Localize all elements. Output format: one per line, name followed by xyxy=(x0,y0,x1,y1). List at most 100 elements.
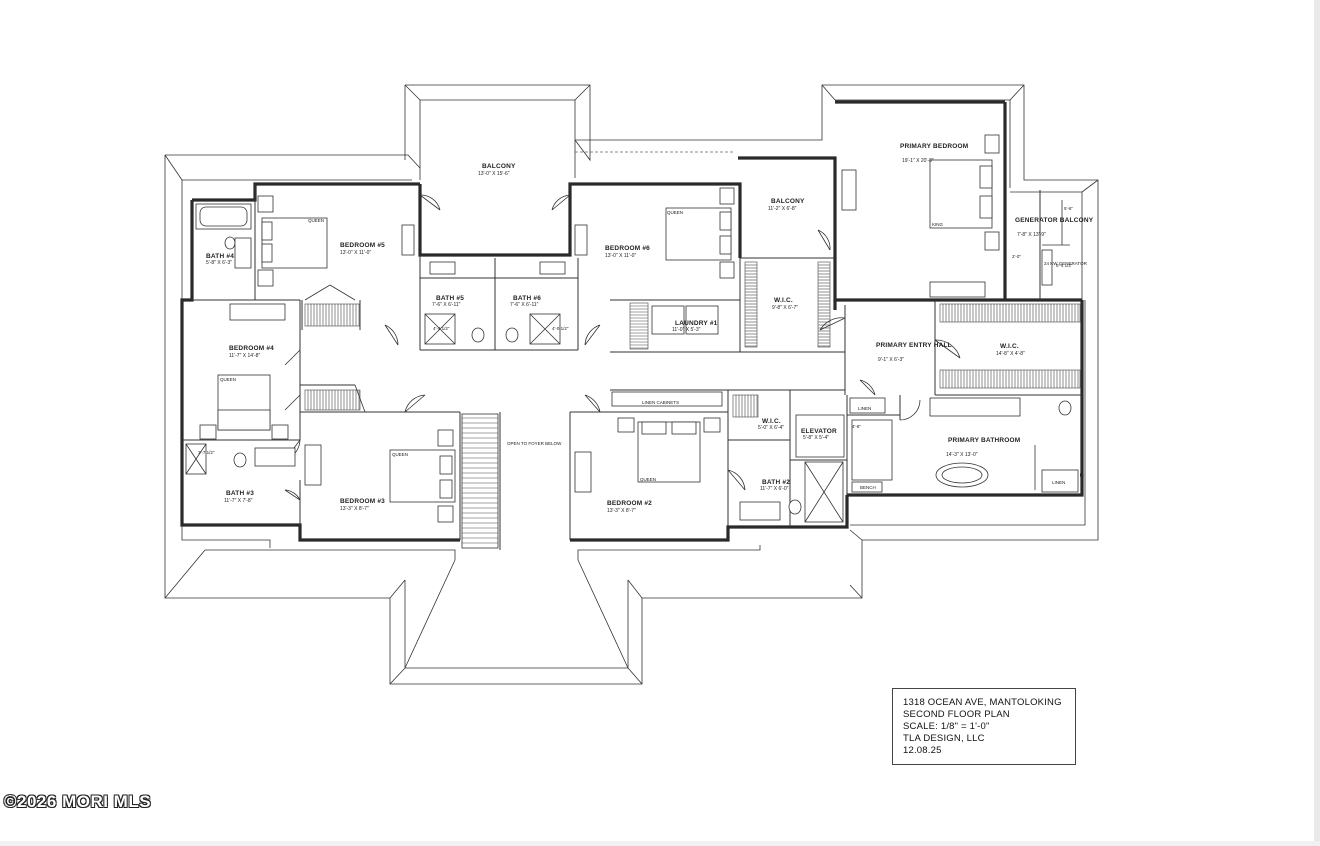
room-balcony-center: BALCONY 13'-0" X 15'-6" xyxy=(478,163,516,177)
dimension-label: 4'-0 1/2" xyxy=(552,326,569,331)
linen-label: LINEN xyxy=(858,406,871,411)
svg-text:BEDROOM #2: BEDROOM #2 xyxy=(607,500,652,507)
open-to-foyer-label: OPEN TO FOYER BELOW xyxy=(507,441,562,446)
bed-label: QUEEN xyxy=(667,210,683,215)
svg-text:11'-7" X 6'-0": 11'-7" X 6'-0" xyxy=(760,486,789,492)
interior-walls xyxy=(182,184,1082,550)
svg-text:ELEVATOR: ELEVATOR xyxy=(801,428,837,435)
svg-text:5'-8" X 6'-3": 5'-8" X 6'-3" xyxy=(206,260,232,266)
room-bath-4: BATH #4 5'-8" X 6'-3" xyxy=(206,253,234,266)
svg-text:9'-8" X 6'-7": 9'-8" X 6'-7" xyxy=(772,305,798,311)
svg-text:5'-0" X 6'-4": 5'-0" X 6'-4" xyxy=(758,425,784,431)
dimension-label: 5'-4 1/2" xyxy=(1056,263,1073,268)
title-address: 1318 OCEAN AVE, MANTOLOKING xyxy=(903,697,1062,708)
room-bedroom-3: BEDROOM #3 13'-3" X 8'-7" xyxy=(340,498,385,512)
room-labels: BALCONY 13'-0" X 15'-6" BALCONY 11'-2" X… xyxy=(206,143,1094,514)
bed-label: QUEEN xyxy=(220,377,236,382)
svg-text:13'-0" X 15'-6": 13'-0" X 15'-6" xyxy=(478,171,510,177)
svg-text:11'-7" X 14'-8": 11'-7" X 14'-8" xyxy=(229,353,260,359)
svg-text:PRIMARY ENTRY HALL: PRIMARY ENTRY HALL xyxy=(876,342,952,349)
room-bath-3: BATH #3 11'-7" X 7'-8" xyxy=(224,490,254,504)
title-plan-name: SECOND FLOOR PLAN xyxy=(903,709,1010,720)
svg-text:7'-6" X 6'-11": 7'-6" X 6'-11" xyxy=(510,302,539,308)
dimension-label: 4'-4 1/2" xyxy=(433,326,450,331)
exterior-walls xyxy=(180,100,1084,542)
svg-text:BALCONY: BALCONY xyxy=(482,163,516,170)
furniture-fixtures xyxy=(185,134,1079,523)
svg-text:PRIMARY BEDROOM: PRIMARY BEDROOM xyxy=(900,143,968,150)
svg-text:BALCONY: BALCONY xyxy=(771,198,805,205)
room-primary-entry-hall: PRIMARY ENTRY HALL 9'-1" X 6'-3" xyxy=(876,342,952,363)
svg-text:GENERATOR BALCONY: GENERATOR BALCONY xyxy=(1015,217,1094,224)
room-wic-upper: W.I.C. 9'-8" X 6'-7" xyxy=(772,297,798,311)
mls-watermark: ©2026 MORI MLS xyxy=(4,792,152,811)
svg-text:14'-3" X 13'-0": 14'-3" X 13'-0" xyxy=(946,452,978,458)
bed-label: QUEEN xyxy=(392,452,408,457)
svg-text:BEDROOM #3: BEDROOM #3 xyxy=(340,498,385,505)
room-wic-primary: W.I.C. 14'-8" X 4'-8" xyxy=(996,343,1025,357)
svg-text:5'-8" X 5'-4": 5'-8" X 5'-4" xyxy=(803,435,829,441)
room-generator-balcony: GENERATOR BALCONY 7'-8" X 13'-9" xyxy=(1015,217,1094,238)
title-designer: TLA DESIGN, LLC xyxy=(903,733,985,744)
generator-label: 24 KW GENERATOR xyxy=(1044,261,1088,266)
linen-label: LINEN xyxy=(1052,480,1065,485)
svg-text:BEDROOM #6: BEDROOM #6 xyxy=(605,245,650,252)
room-bath-2: BATH #2 11'-7" X 6'-0" xyxy=(760,479,790,492)
bed-label: KING xyxy=(932,222,944,227)
bench-label: BENCH xyxy=(860,485,876,490)
room-elevator: ELEVATOR 5'-8" X 5'-4" xyxy=(801,428,837,441)
room-bedroom-6: BEDROOM #6 13'-0" X 11'-0" xyxy=(605,245,650,259)
svg-text:BATH #4: BATH #4 xyxy=(206,253,234,260)
dimension-label: 2'-0" xyxy=(1012,254,1021,259)
svg-text:7'-6" X 6'-11": 7'-6" X 6'-11" xyxy=(432,302,461,308)
svg-text:7'-8" X 13'-9": 7'-8" X 13'-9" xyxy=(1017,232,1046,238)
dimension-label: 3'-7 1/2" xyxy=(198,450,215,455)
room-balcony-right: BALCONY 11'-2" X 6'-8" xyxy=(768,198,805,212)
title-scale: SCALE: 1/8" = 1'-0" xyxy=(903,721,990,732)
room-bath-5: BATH #5 7'-6" X 6'-11" xyxy=(432,295,464,308)
linen-cabinets-label: LINEN CABINETS xyxy=(642,400,679,405)
svg-text:11'-7" X 7'-8": 11'-7" X 7'-8" xyxy=(224,498,253,504)
svg-text:13'-3" X 8'-7": 13'-3" X 8'-7" xyxy=(607,508,636,514)
title-block: 1318 OCEAN AVE, MANTOLOKING SECOND FLOOR… xyxy=(892,688,1076,765)
svg-text:BEDROOM #4: BEDROOM #4 xyxy=(229,345,274,352)
svg-text:13'-0" X 11'-0": 13'-0" X 11'-0" xyxy=(340,250,371,256)
svg-text:13'-0" X 11'-0": 13'-0" X 11'-0" xyxy=(605,253,636,259)
svg-text:BATH #3: BATH #3 xyxy=(226,490,254,497)
svg-text:BATH #5: BATH #5 xyxy=(436,295,464,302)
room-primary-bathroom: PRIMARY BATHROOM 14'-3" X 13'-0" xyxy=(946,437,1020,458)
svg-text:PRIMARY BATHROOM: PRIMARY BATHROOM xyxy=(948,437,1020,444)
svg-text:11'-0" X 5'-3": 11'-0" X 5'-3" xyxy=(672,327,701,333)
room-laundry: LAUNDRY #1 11'-0" X 5'-3" xyxy=(672,320,718,333)
room-bedroom-4: BEDROOM #4 11'-7" X 14'-8" xyxy=(229,345,274,359)
room-primary-bedroom: PRIMARY BEDROOM 19'-1" X 20'-8" xyxy=(900,143,968,164)
svg-text:13'-3" X 8'-7": 13'-3" X 8'-7" xyxy=(340,506,369,512)
bed-label: QUEEN xyxy=(640,477,656,482)
dimension-label: 5'-6" xyxy=(1064,206,1073,211)
room-wic-small: W.I.C. 5'-0" X 6'-4" xyxy=(758,418,784,431)
svg-text:W.I.C.: W.I.C. xyxy=(762,418,781,425)
svg-text:BEDROOM #5: BEDROOM #5 xyxy=(340,242,385,249)
dimension-label: 4'-8" xyxy=(852,424,861,429)
svg-text:BATH #6: BATH #6 xyxy=(513,295,541,302)
room-bath-6: BATH #6 7'-6" X 6'-11" xyxy=(510,295,541,308)
svg-text:W.I.C.: W.I.C. xyxy=(1000,343,1019,350)
svg-text:11'-2" X 6'-8": 11'-2" X 6'-8" xyxy=(768,206,797,212)
svg-text:9'-1" X 6'-3": 9'-1" X 6'-3" xyxy=(878,357,904,363)
svg-text:19'-1" X 20'-8": 19'-1" X 20'-8" xyxy=(902,158,934,164)
staircase xyxy=(461,413,499,549)
svg-text:LAUNDRY #1: LAUNDRY #1 xyxy=(675,320,718,327)
title-date: 12.08.25 xyxy=(903,745,942,756)
svg-text:14'-8" X 4'-8": 14'-8" X 4'-8" xyxy=(996,351,1025,357)
svg-text:BATH #2: BATH #2 xyxy=(762,479,790,486)
svg-text:W.I.C.: W.I.C. xyxy=(774,297,793,304)
closet-shelving xyxy=(304,261,1081,418)
bed-label: QUEEN xyxy=(308,218,324,223)
room-bedroom-2: BEDROOM #2 13'-3" X 8'-7" xyxy=(607,500,652,514)
room-bedroom-5: BEDROOM #5 13'-0" X 11'-0" xyxy=(340,242,385,256)
page-edge xyxy=(1314,0,1320,841)
annotations: QUEEN QUEEN QUEEN QUEEN QUEEN KING LINEN… xyxy=(198,206,1088,490)
